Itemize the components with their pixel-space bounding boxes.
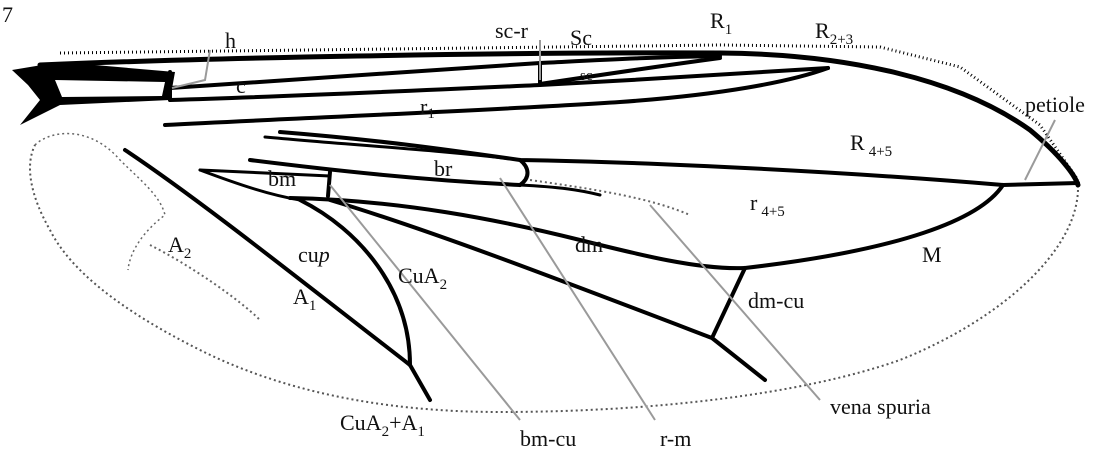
wing-base-white xyxy=(55,80,165,97)
label-R2-3: R2+3 xyxy=(815,18,853,48)
rs-vein xyxy=(248,158,522,187)
label-Sc: Sc xyxy=(570,25,592,50)
r1-vein xyxy=(168,66,830,102)
a1-vein xyxy=(123,148,432,402)
label-bm: bm xyxy=(268,166,296,191)
r2-3-vein xyxy=(163,66,830,127)
label-cup: cup xyxy=(298,242,330,267)
leader-r-m xyxy=(499,177,656,421)
sc-vein xyxy=(168,54,722,90)
alula-outline xyxy=(34,132,166,271)
bm-cell-lower xyxy=(198,168,302,202)
label-petiole: petiole xyxy=(1025,92,1085,117)
costa-vein xyxy=(37,50,1081,188)
costal-hairs xyxy=(59,43,1080,181)
vena-spuria-vein xyxy=(529,179,691,216)
label-dm: dm xyxy=(575,232,603,257)
bm-cu-crossvein xyxy=(326,170,332,198)
label-R1: R1 xyxy=(710,8,732,38)
label-sc-r: sc-r xyxy=(495,18,529,43)
label-A1: A1 xyxy=(293,284,316,314)
a2-vein xyxy=(149,244,261,321)
label-vena-spuria: vena spuria xyxy=(830,394,931,419)
bm-cell-upper xyxy=(198,168,332,178)
sc-cell-lower xyxy=(538,56,722,86)
r4-5-vein xyxy=(278,130,1080,187)
label-r-m: r-m xyxy=(660,426,691,451)
label-bm-cu: bm-cu xyxy=(520,426,576,451)
label-CuA2: CuA2 xyxy=(398,263,447,293)
label-h: h xyxy=(225,28,236,53)
br-cell-end xyxy=(518,158,530,187)
br-cell-upper xyxy=(263,135,522,162)
leader-petiole xyxy=(1024,119,1056,181)
leader-bm-cu xyxy=(329,184,521,421)
label-br: br xyxy=(434,156,453,181)
leader-vena-spuria xyxy=(649,204,821,401)
cua1-distal xyxy=(710,266,747,340)
dm-lower xyxy=(328,198,767,382)
wing-membrane-outline xyxy=(29,144,1080,414)
leader-h xyxy=(171,49,211,89)
label-M: M xyxy=(922,242,942,267)
cua2-vein xyxy=(298,198,412,367)
label-dm-cu: dm-cu xyxy=(748,288,804,313)
m-vein-distal xyxy=(743,183,1005,270)
label-A2: A2 xyxy=(168,232,191,262)
label-r1: r1 xyxy=(420,94,435,122)
panel-number: 7 xyxy=(2,2,13,27)
label-sc: sc xyxy=(580,68,593,84)
m-vein xyxy=(518,183,602,197)
label-CuA2-A1: CuA2+A1 xyxy=(340,410,425,440)
label-c: c xyxy=(236,73,246,98)
cua-vein xyxy=(288,196,747,271)
